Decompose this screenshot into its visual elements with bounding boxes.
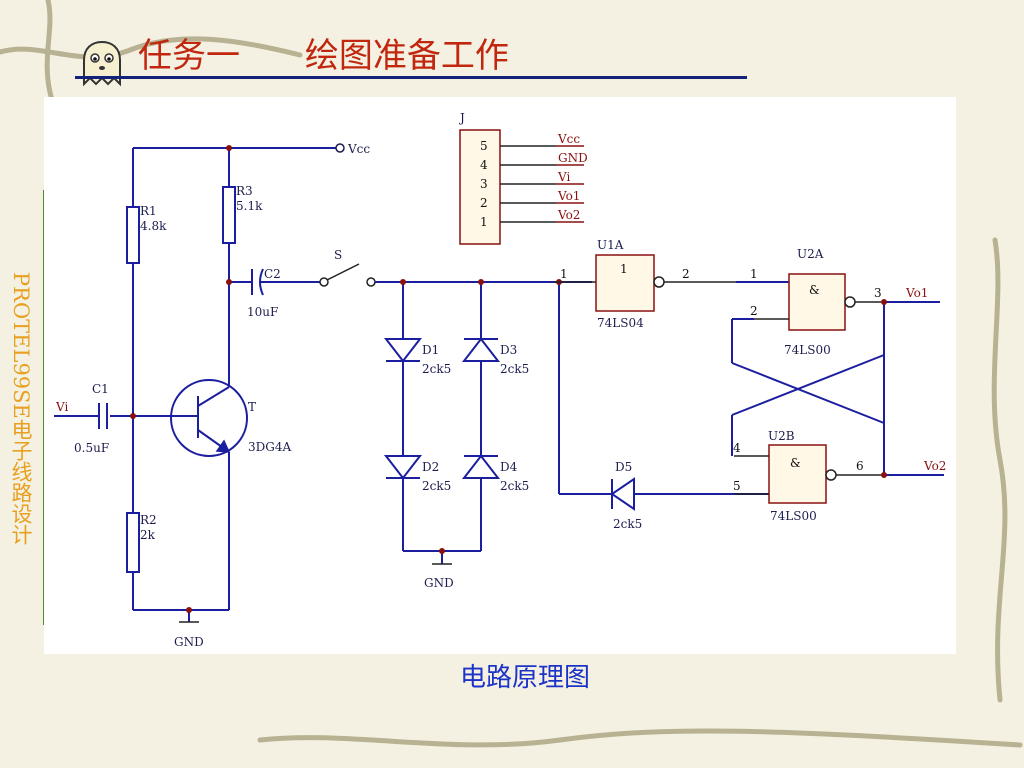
- u1a-value: 74LS04: [597, 316, 644, 330]
- bottom-vine: [257, 728, 1023, 748]
- vi-input: Vi: [55, 400, 68, 414]
- u2a-value: 74LS00: [784, 343, 831, 357]
- j-net-vi: Vi: [557, 170, 570, 184]
- u1a-pin-out: 2: [682, 267, 690, 281]
- switch-s: S: [319, 248, 376, 287]
- diode-d3: D3 2ck5: [461, 337, 529, 376]
- side-label: PROTEL99SE电子线路设计: [9, 272, 33, 545]
- c1-ref: C1: [92, 382, 109, 396]
- c2-ref: C2: [264, 267, 281, 281]
- vo2-label: Vo2: [923, 459, 946, 473]
- c2-value: 10uF: [247, 305, 278, 319]
- u2a-ref: U2A: [797, 247, 824, 261]
- u2a-pin-out: 3: [874, 286, 882, 300]
- gate-u2a: U2A & 74LS00 1 2 3: [750, 247, 884, 357]
- circuit-schematic: Vcc R1 4.8k R3 5.1k R2 2k C2 10uF: [54, 111, 946, 649]
- j-net-gnd: GND: [558, 151, 588, 165]
- s-ref: S: [334, 248, 342, 262]
- capacitor-c2: C2 10uF: [247, 267, 281, 319]
- slide-title: 任务一 绘图准备工作: [138, 36, 509, 76]
- r3-value: 5.1k: [236, 199, 263, 213]
- d5-ref: D5: [615, 460, 632, 474]
- d4-value: 2ck5: [500, 479, 529, 493]
- junctions-left: [130, 145, 232, 613]
- top-left-vine: [44, 0, 55, 103]
- resistor-r2: R2 2k: [126, 512, 157, 573]
- c1-value: 0.5uF: [74, 441, 109, 455]
- u2a-pin-b: 2: [750, 304, 758, 318]
- r2-value: 2k: [140, 528, 156, 542]
- d3-ref: D3: [500, 343, 517, 357]
- vcc-terminal: Vcc: [335, 142, 370, 156]
- d3-value: 2ck5: [500, 362, 529, 376]
- j-net-vo1: Vo1: [557, 189, 580, 203]
- j-pin-2: 2: [480, 196, 488, 210]
- u2b-pin-a: 4: [733, 441, 741, 455]
- d1-value: 2ck5: [422, 362, 451, 376]
- resistor-r1: R1 4.8k: [126, 204, 167, 264]
- u2a-symbol: &: [809, 283, 820, 297]
- u2b-ref: U2B: [768, 429, 795, 443]
- diode-d5: D5 2ck5: [610, 460, 769, 531]
- j-pin-5: 5: [480, 139, 488, 153]
- title-underline: [75, 76, 747, 79]
- vo1-label: Vo1: [905, 286, 928, 300]
- gnd-label-bridge: GND: [424, 576, 454, 590]
- transistor-t: T 3DG4A: [170, 379, 291, 467]
- j-net-vcc: Vcc: [557, 132, 580, 146]
- vi-label: Vi: [55, 400, 68, 414]
- r3-ref: R3: [236, 184, 253, 198]
- gate-u2b: U2B & 74LS00 4 5 6: [733, 429, 884, 523]
- d5-value: 2ck5: [613, 517, 642, 531]
- r1-ref: R1: [140, 204, 157, 218]
- gate-u1a: U1A 1 74LS04 1 2: [554, 238, 736, 330]
- r2-ref: R2: [140, 513, 157, 527]
- u2b-pin-out: 6: [856, 459, 864, 473]
- u2b-symbol: &: [790, 456, 801, 470]
- gnd-symbol-left: GND: [174, 621, 204, 649]
- ghost-icon: [83, 40, 121, 87]
- vcc-label: Vcc: [347, 142, 370, 156]
- top-vine: [0, 36, 303, 60]
- r1-value: 4.8k: [140, 219, 167, 233]
- diode-d2: D2 2ck5: [383, 455, 451, 493]
- j-pin-4: 4: [480, 158, 488, 172]
- j-pin-1: 1: [480, 215, 488, 229]
- resistor-r3: R3 5.1k: [222, 184, 263, 244]
- u1a-pin-in: 1: [560, 267, 568, 281]
- right-vine: [991, 237, 1008, 703]
- diode-d1: D1 2ck5: [383, 338, 451, 376]
- wires-diode-bridge: [375, 281, 612, 564]
- u2b-value: 74LS00: [770, 509, 817, 523]
- t-ref: T: [248, 400, 256, 414]
- diagram-caption: 电路原理图: [459, 663, 590, 693]
- j-ref: J: [458, 111, 465, 125]
- u2a-pin-a: 1: [750, 267, 758, 281]
- connector-j: J 5 4 3 2 1 Vcc GND Vi Vo1 Vo2: [458, 111, 588, 245]
- capacitor-c1: C1 0.5uF: [74, 382, 109, 455]
- d4-ref: D4: [500, 460, 518, 474]
- d1-ref: D1: [422, 343, 439, 357]
- j-pin-3: 3: [480, 177, 488, 191]
- wires-amplifier: [54, 147, 336, 622]
- gnd-symbol-bridge: GND: [424, 563, 454, 590]
- t-value: 3DG4A: [248, 440, 291, 454]
- d2-ref: D2: [422, 460, 439, 474]
- wires-feedback: [731, 299, 944, 478]
- u1a-symbol: 1: [620, 262, 628, 276]
- j-net-vo2: Vo2: [557, 208, 580, 222]
- gnd-label-left: GND: [174, 635, 204, 649]
- u1a-ref: U1A: [597, 238, 624, 252]
- u2b-pin-b: 5: [733, 479, 741, 493]
- d2-value: 2ck5: [422, 479, 451, 493]
- diode-d4: D4 2ck5: [461, 454, 529, 493]
